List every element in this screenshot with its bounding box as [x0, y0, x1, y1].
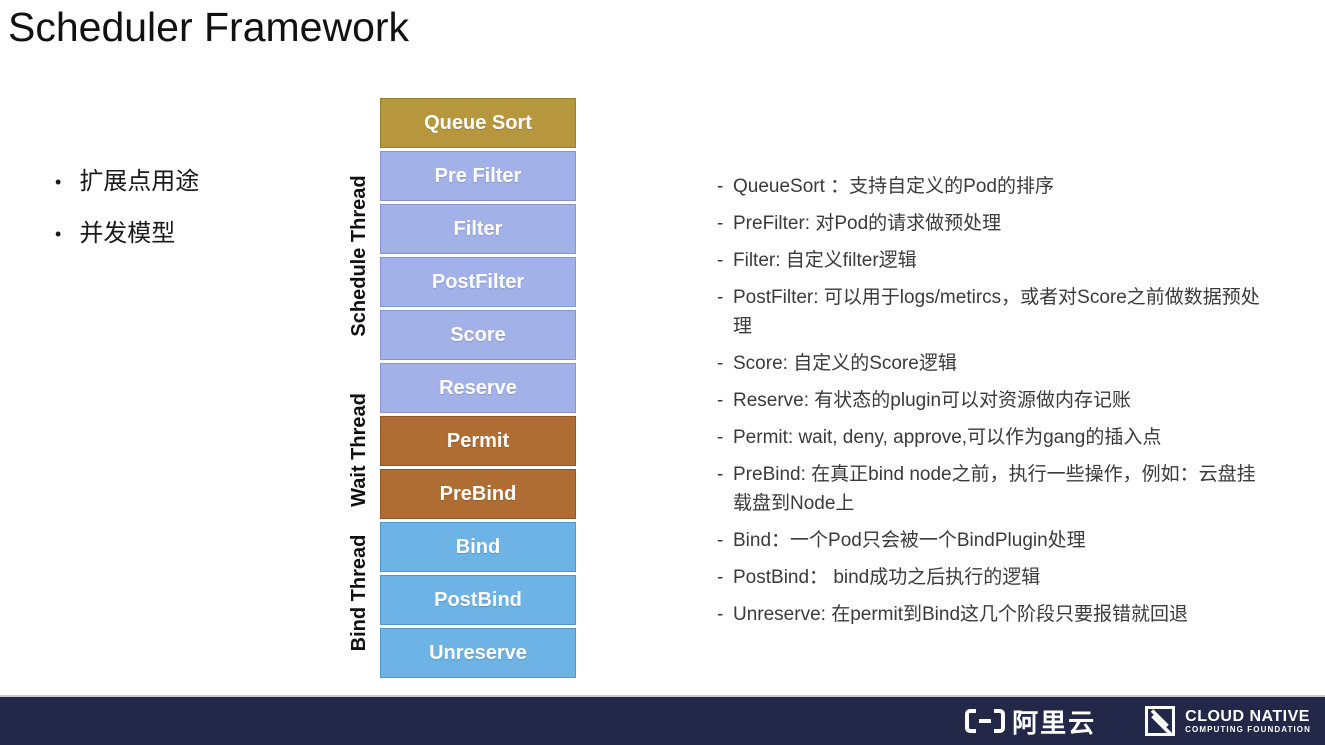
note-item: -Filter: 自定义filter逻辑: [715, 246, 1263, 275]
note-text: QueueSort ：支持自定义的Pod的排序: [733, 176, 1054, 197]
dash-bullet: -: [717, 250, 724, 271]
note-item: -Reserve: 有状态的plugin可以对资源做内存记账: [715, 386, 1263, 415]
alibaba-brackets-icon: [965, 709, 1006, 733]
note-text: PostBind： bind成功之后执行的逻辑: [733, 567, 1041, 588]
note-item: -PostBind： bind成功之后执行的逻辑: [715, 563, 1263, 592]
cncf-logo-text: CLOUD NATIVE COMPUTING FOUNDATION: [1185, 708, 1311, 735]
note-text: PreBind: 在真正bind node之前，执行一些操作，例如：云盘挂载盘到…: [733, 464, 1256, 514]
dash-bullet: -: [717, 176, 724, 197]
phase-box-postbind: PostBind: [380, 575, 576, 625]
bullet-icon: •: [55, 224, 62, 244]
cncf-logo: CLOUD NATIVE COMPUTING FOUNDATION: [1144, 705, 1311, 737]
phase-notes-list: -QueueSort ：支持自定义的Pod的排序 -PreFilter: 对Po…: [715, 172, 1263, 637]
dash-bullet: -: [717, 604, 724, 625]
phase-box-reserve: Reserve: [380, 363, 576, 413]
note-item: -PreFilter: 对Pod的请求做预处理: [715, 209, 1263, 238]
dash-bullet: -: [717, 390, 724, 411]
left-bullet-list: • 扩展点用途 • 并发模型: [55, 168, 199, 272]
note-text: Unreserve: 在permit到Bind这几个阶段只要报错就回退: [733, 604, 1189, 625]
phase-box-postfilter: PostFilter: [380, 257, 576, 307]
dash-bullet: -: [717, 567, 724, 588]
cncf-logo-line1: CLOUD NATIVE: [1185, 707, 1310, 725]
bullet-text: 并发模型: [79, 220, 176, 247]
phase-box-permit: Permit: [380, 416, 576, 466]
note-item: -Permit: wait, deny, approve,可以作为gang的插入…: [715, 423, 1263, 452]
dash-bullet: -: [717, 353, 724, 374]
bullet-icon: •: [55, 172, 62, 192]
dash-bullet: -: [717, 464, 724, 485]
note-text: Permit: wait, deny, approve,可以作为gang的插入点: [733, 427, 1162, 448]
note-text: PostFilter: 可以用于logs/metircs，或者对Score之前做…: [733, 287, 1260, 337]
note-text: PreFilter: 对Pod的请求做预处理: [733, 213, 1002, 234]
note-text: Filter: 自定义filter逻辑: [733, 250, 917, 271]
bullet-text: 扩展点用途: [79, 168, 200, 195]
phase-box-filter: Filter: [380, 204, 576, 254]
note-item: -Bind：一个Pod只会被一个BindPlugin处理: [715, 526, 1263, 555]
cncf-logo-line2: COMPUTING FOUNDATION: [1185, 724, 1311, 734]
note-text: Score: 自定义的Score逻辑: [733, 353, 957, 374]
dash-bullet: -: [717, 213, 724, 234]
list-item: • 并发模型: [55, 220, 199, 248]
phase-stack: Queue Sort Pre Filter Filter PostFilter …: [380, 98, 576, 681]
footer-bar: 阿里云 CLOUD NATIVE COMPUTING FOUNDATION: [0, 695, 1325, 745]
phase-box-prebind: PreBind: [380, 469, 576, 519]
thread-label-bind: Bind Thread: [348, 534, 370, 652]
cncf-mark-icon: [1145, 706, 1176, 736]
phase-box-queue-sort: Queue Sort: [380, 98, 576, 148]
bracket-left-icon: [965, 709, 977, 733]
note-item: -PreBind: 在真正bind node之前，执行一些操作，例如：云盘挂载盘…: [715, 460, 1263, 518]
note-text: Reserve: 有状态的plugin可以对资源做内存记账: [733, 390, 1132, 411]
phase-box-bind: Bind: [380, 522, 576, 572]
dash-icon: [979, 719, 992, 723]
note-item: -Unreserve: 在permit到Bind这几个阶段只要报错就回退: [715, 600, 1263, 629]
dash-bullet: -: [717, 530, 724, 551]
note-item: -QueueSort ：支持自定义的Pod的排序: [715, 172, 1263, 201]
alibaba-logo-text: 阿里云: [1012, 707, 1097, 738]
alibaba-cloud-logo: 阿里云: [965, 703, 1096, 740]
list-item: • 扩展点用途: [55, 168, 199, 196]
thread-label-schedule: Schedule Thread: [348, 175, 370, 337]
dash-bullet: -: [717, 287, 724, 308]
page-title: Scheduler Framework: [8, 4, 410, 50]
bracket-right-icon: [994, 709, 1006, 733]
dash-bullet: -: [717, 427, 724, 448]
phase-box-score: Score: [380, 310, 576, 360]
phase-box-pre-filter: Pre Filter: [380, 151, 576, 201]
phase-box-unreserve: Unreserve: [380, 628, 576, 678]
note-item: -PostFilter: 可以用于logs/metircs，或者对Score之前…: [715, 283, 1263, 341]
note-item: -Score: 自定义的Score逻辑: [715, 349, 1263, 378]
note-text: Bind：一个Pod只会被一个BindPlugin处理: [733, 530, 1086, 551]
